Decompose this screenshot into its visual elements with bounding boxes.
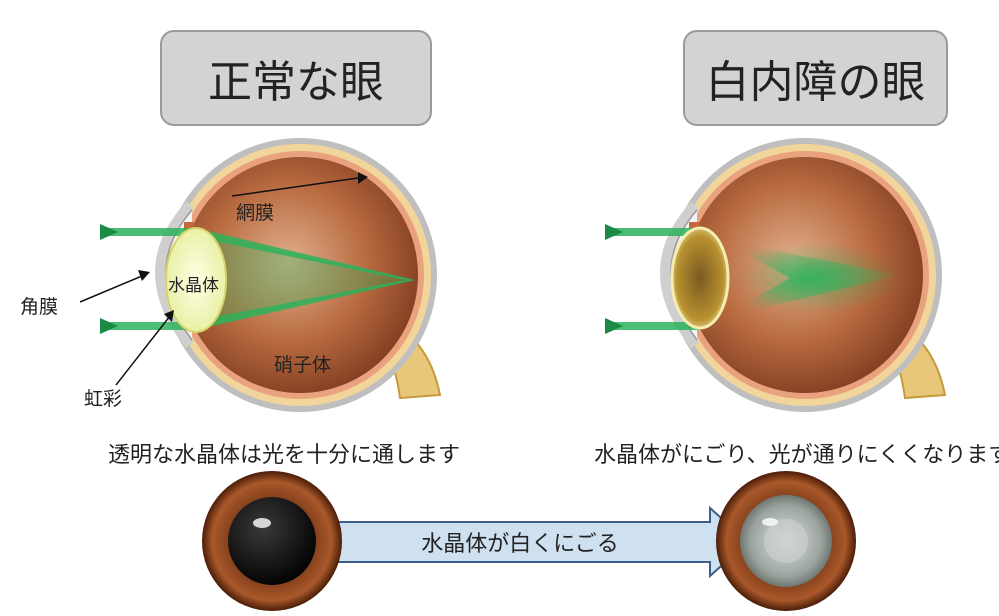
arrow-label: 水晶体が白くにごる [421, 532, 619, 557]
normal-pupil-view [202, 471, 342, 611]
caption-normal: 透明な水晶体は光を十分に通します [108, 443, 461, 468]
label-cornea: 角膜 [20, 296, 59, 318]
label-retina: 網膜 [236, 202, 275, 224]
label-vitreous: 硝子体 [274, 354, 332, 376]
label-iris: 虹彩 [84, 388, 123, 410]
title-normal-eye: 正常な眼 [160, 30, 432, 126]
title-cataract-eye: 白内障の眼 [683, 30, 948, 126]
normal-eye-illustration [79, 138, 442, 412]
cataract-eye-illustration [605, 138, 947, 412]
label-lens: 水晶体 [168, 276, 219, 296]
cataract-pupil-view [716, 471, 856, 611]
bottom-comparison [202, 471, 856, 611]
caption-cataract: 水晶体がにごり、光が通りにくくなります [594, 443, 999, 468]
